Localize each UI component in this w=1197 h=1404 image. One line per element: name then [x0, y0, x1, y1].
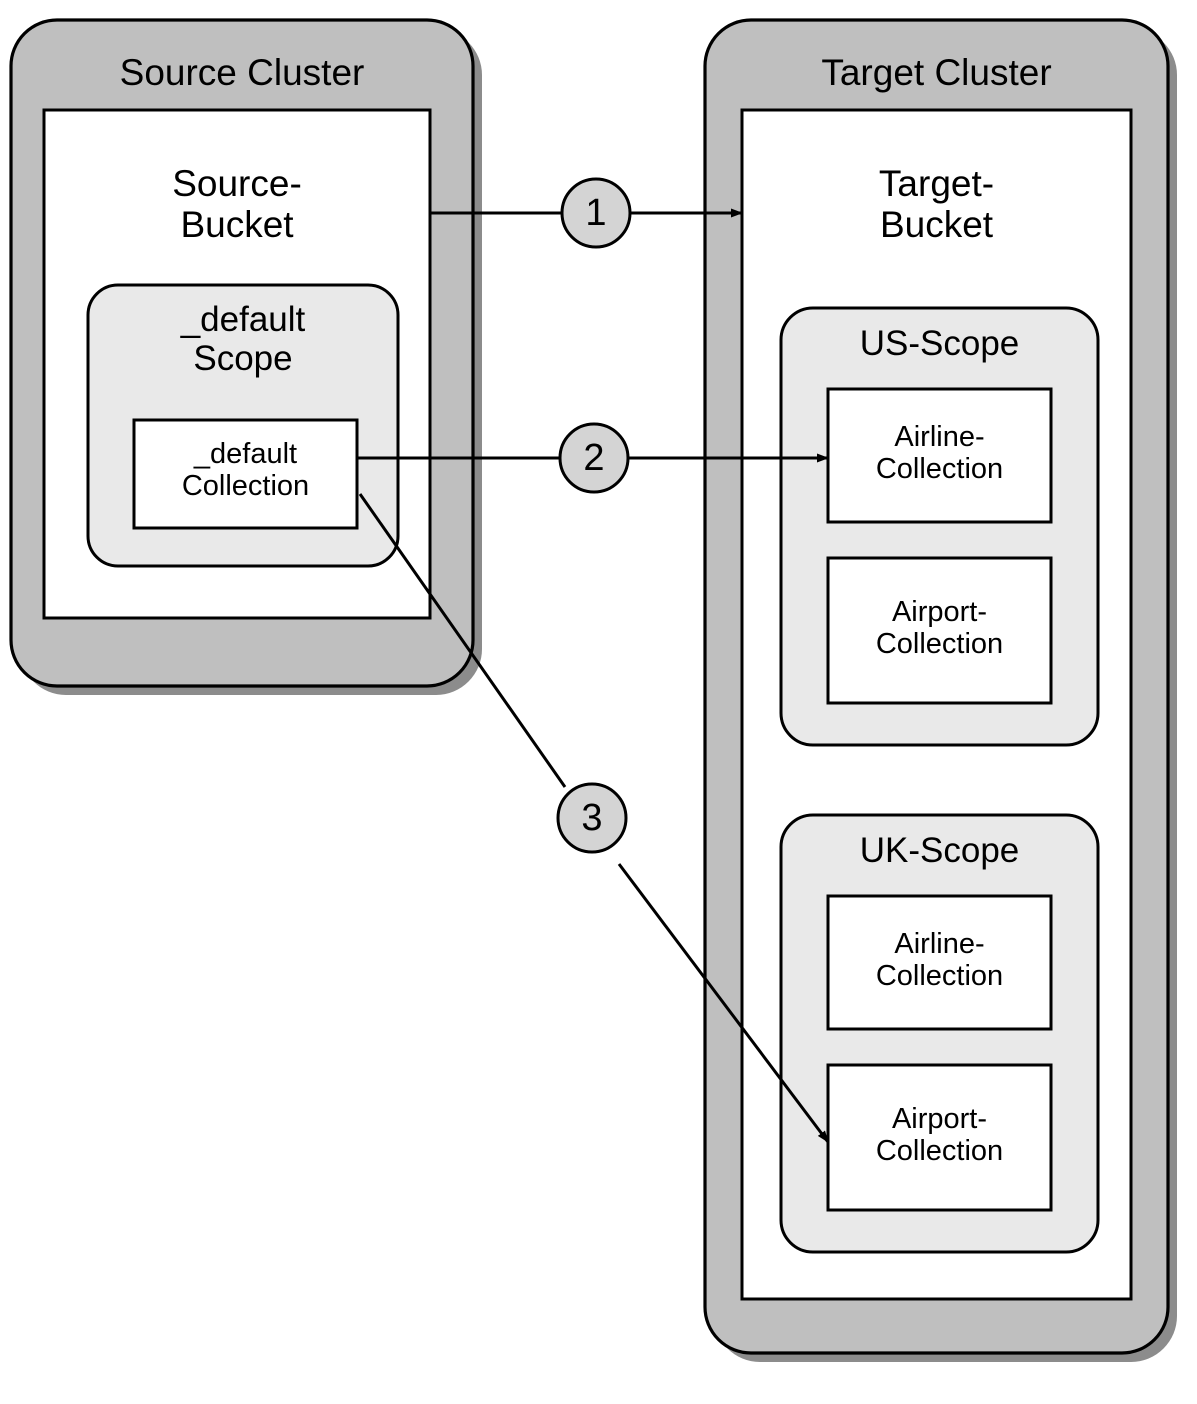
uk-airport-collection-box[interactable]	[826, 1063, 1053, 1212]
uk-airline-collection-box[interactable]	[826, 894, 1053, 1031]
connector-3-line-lower	[617, 863, 830, 1143]
connector-3-line-upper	[358, 493, 567, 788]
target-cluster[interactable]	[703, 18, 1177, 1362]
connector-3[interactable]	[358, 493, 830, 1143]
connector-2-badge-circle[interactable]	[558, 422, 630, 494]
us-airport-collection-box[interactable]	[826, 556, 1053, 705]
us-airline-collection-box[interactable]	[826, 387, 1053, 524]
connector-1[interactable]	[431, 177, 743, 249]
connector-1-badge-circle[interactable]	[560, 177, 632, 249]
source-cluster[interactable]	[9, 18, 482, 695]
default-collection-box[interactable]	[132, 418, 359, 530]
connector-2[interactable]	[357, 422, 829, 494]
connector-3-badge-circle[interactable]	[556, 782, 628, 854]
